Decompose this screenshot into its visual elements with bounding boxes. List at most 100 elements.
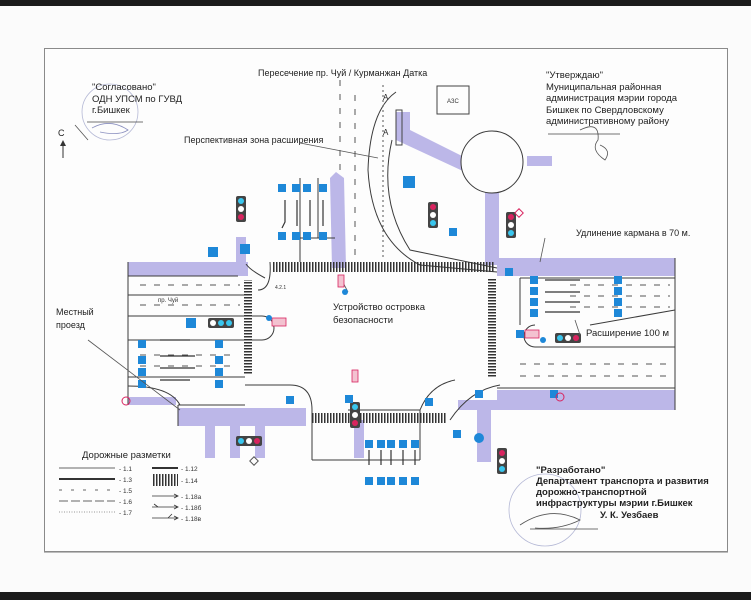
- section-a-marker-box: [395, 109, 403, 146]
- lane-sign: [411, 477, 419, 485]
- roundabout-nw-leg: [396, 112, 470, 172]
- pocket-extension-label: Удлинение кармана в 70 м.: [576, 228, 691, 238]
- lane-sign: [138, 380, 146, 388]
- approval-approved-line: "Утверждаю": [546, 70, 603, 81]
- expansion-zone-label: Перспективная зона расширения: [184, 135, 324, 145]
- safety-island-icon: [266, 274, 546, 383]
- pedestrian-crossing-sign: [453, 430, 461, 438]
- approval-approved-line: административному району: [546, 116, 670, 127]
- north-arrow-icon: [60, 140, 66, 158]
- approval-agreed-line: ОДН УПСМ по ГУВД: [92, 93, 183, 105]
- lane-sign: [399, 440, 407, 448]
- local-road-label: Местный проезд: [56, 306, 94, 332]
- signature-agreed: [91, 123, 129, 134]
- priority-road-sign-icon: [249, 208, 524, 466]
- traffic-light-se: [497, 448, 507, 474]
- page-title: Пересечение пр. Чуй / Курманжан Датка: [258, 68, 428, 78]
- lane-sign: [292, 232, 300, 240]
- traffic-lights: [208, 196, 581, 474]
- widening-label: Расширение 100 м: [586, 328, 670, 339]
- legend-arrow-1-18v: [152, 513, 179, 521]
- lane-sign: [303, 184, 311, 192]
- approval-approved-line: Муниципальная районная: [546, 81, 662, 93]
- traffic-light-w: [208, 318, 234, 328]
- legend-label: - 1.3: [119, 477, 133, 484]
- lane-sign: [530, 276, 538, 284]
- legend-graphics: [59, 467, 179, 521]
- legend-arrow-1-18a: [152, 493, 179, 499]
- east-top-band: [497, 258, 675, 276]
- signature-marks: [81, 83, 620, 547]
- lane-sign: [215, 380, 223, 388]
- legend-zebra-1-14: [152, 474, 178, 486]
- lane-sign: [292, 184, 300, 192]
- local-road-label-line: проезд: [56, 320, 85, 330]
- lane-sign: [377, 477, 385, 485]
- approval-agreed: "Согласовано" ОДН УПСМ по ГУВД г.Бишкек: [92, 82, 182, 117]
- traffic-light-ne: [506, 212, 516, 238]
- lane-sign: [303, 232, 311, 240]
- lane-sign: [399, 477, 407, 485]
- pedestrian-crossing-sign: [286, 396, 294, 404]
- approval-developed-line: Департамент транспорта и развития: [536, 476, 709, 487]
- west-top-band: [128, 262, 248, 276]
- legend-label: - 1.12: [181, 466, 198, 473]
- approval-agreed-line: "Согласовано": [92, 82, 156, 93]
- lane-sign: [614, 309, 622, 317]
- roundabout-east-leg: [527, 156, 552, 166]
- roundabout-south-leg: [485, 185, 499, 265]
- lane-sign: [365, 477, 373, 485]
- lane-sign: [530, 287, 538, 295]
- legend-label: - 1.6: [119, 499, 133, 506]
- marking-code-label: 4.2.1: [275, 285, 287, 291]
- lane-sign: [387, 477, 395, 485]
- north-median: [330, 172, 346, 268]
- approval-agreed-line: г.Бишкек: [92, 105, 130, 116]
- approval-approved: "Утверждаю" Муниципальная районная админ…: [546, 70, 677, 128]
- mandatory-direction-sign: [474, 433, 484, 443]
- viewer-bottom-bar: [0, 592, 751, 600]
- roads-layer: [128, 112, 675, 462]
- gas-station-label: АЗС: [447, 99, 459, 105]
- legend-arrow-1-18b: [152, 503, 179, 510]
- lane-sign: [215, 368, 223, 376]
- legend-title: Дорожные разметки: [82, 450, 171, 461]
- lane-sign: [278, 184, 286, 192]
- south-east-vertical: [477, 400, 491, 462]
- approval-developed-line: инфраструктуры мэрии г.Бишкек: [536, 498, 693, 509]
- legend-label: - 1.18в: [181, 516, 202, 523]
- lane-signs: [138, 176, 622, 485]
- traffic-light-n: [428, 202, 438, 228]
- east-lower-band: [458, 400, 675, 410]
- pedestrian-crossing-sign: [240, 244, 250, 254]
- lane-sign: [530, 309, 538, 317]
- section-marker-top: А: [383, 93, 389, 102]
- legend-label: - 1.1: [119, 466, 133, 473]
- crosswalk-east: [488, 278, 496, 378]
- traffic-light-sw: [236, 436, 262, 446]
- west-lower-band: [178, 408, 306, 426]
- pedestrian-crossing-sign: [475, 390, 483, 398]
- pedestrian-crossing-sign: [208, 247, 218, 257]
- west-bottom-band: [128, 397, 176, 405]
- crosswalk-north: [272, 262, 494, 272]
- pedestrian-crossing-sign: [505, 268, 513, 276]
- pedestrian-crossing-sign: [425, 398, 433, 406]
- signature-developed: [519, 513, 581, 529]
- lane-sign: [387, 440, 395, 448]
- bus-stop-sign: [403, 176, 415, 188]
- gas-station-box: [436, 85, 470, 115]
- lane-sign: [138, 368, 146, 376]
- lane-sign: [319, 184, 327, 192]
- lane-sign: [278, 232, 286, 240]
- stamp-agreed: [81, 83, 139, 141]
- approval-developed: "Разработано" Департамент транспорта и р…: [536, 465, 709, 509]
- pedestrian-crossing-sign: [449, 228, 457, 236]
- approval-developed-line: дорожно-транспортной: [536, 487, 647, 498]
- lane-sign: [215, 340, 223, 348]
- viewer-top-bar: [0, 0, 751, 6]
- pedestrian-crossing-sign: [186, 318, 196, 328]
- lane-sign: [614, 276, 622, 284]
- lane-sign: [377, 440, 385, 448]
